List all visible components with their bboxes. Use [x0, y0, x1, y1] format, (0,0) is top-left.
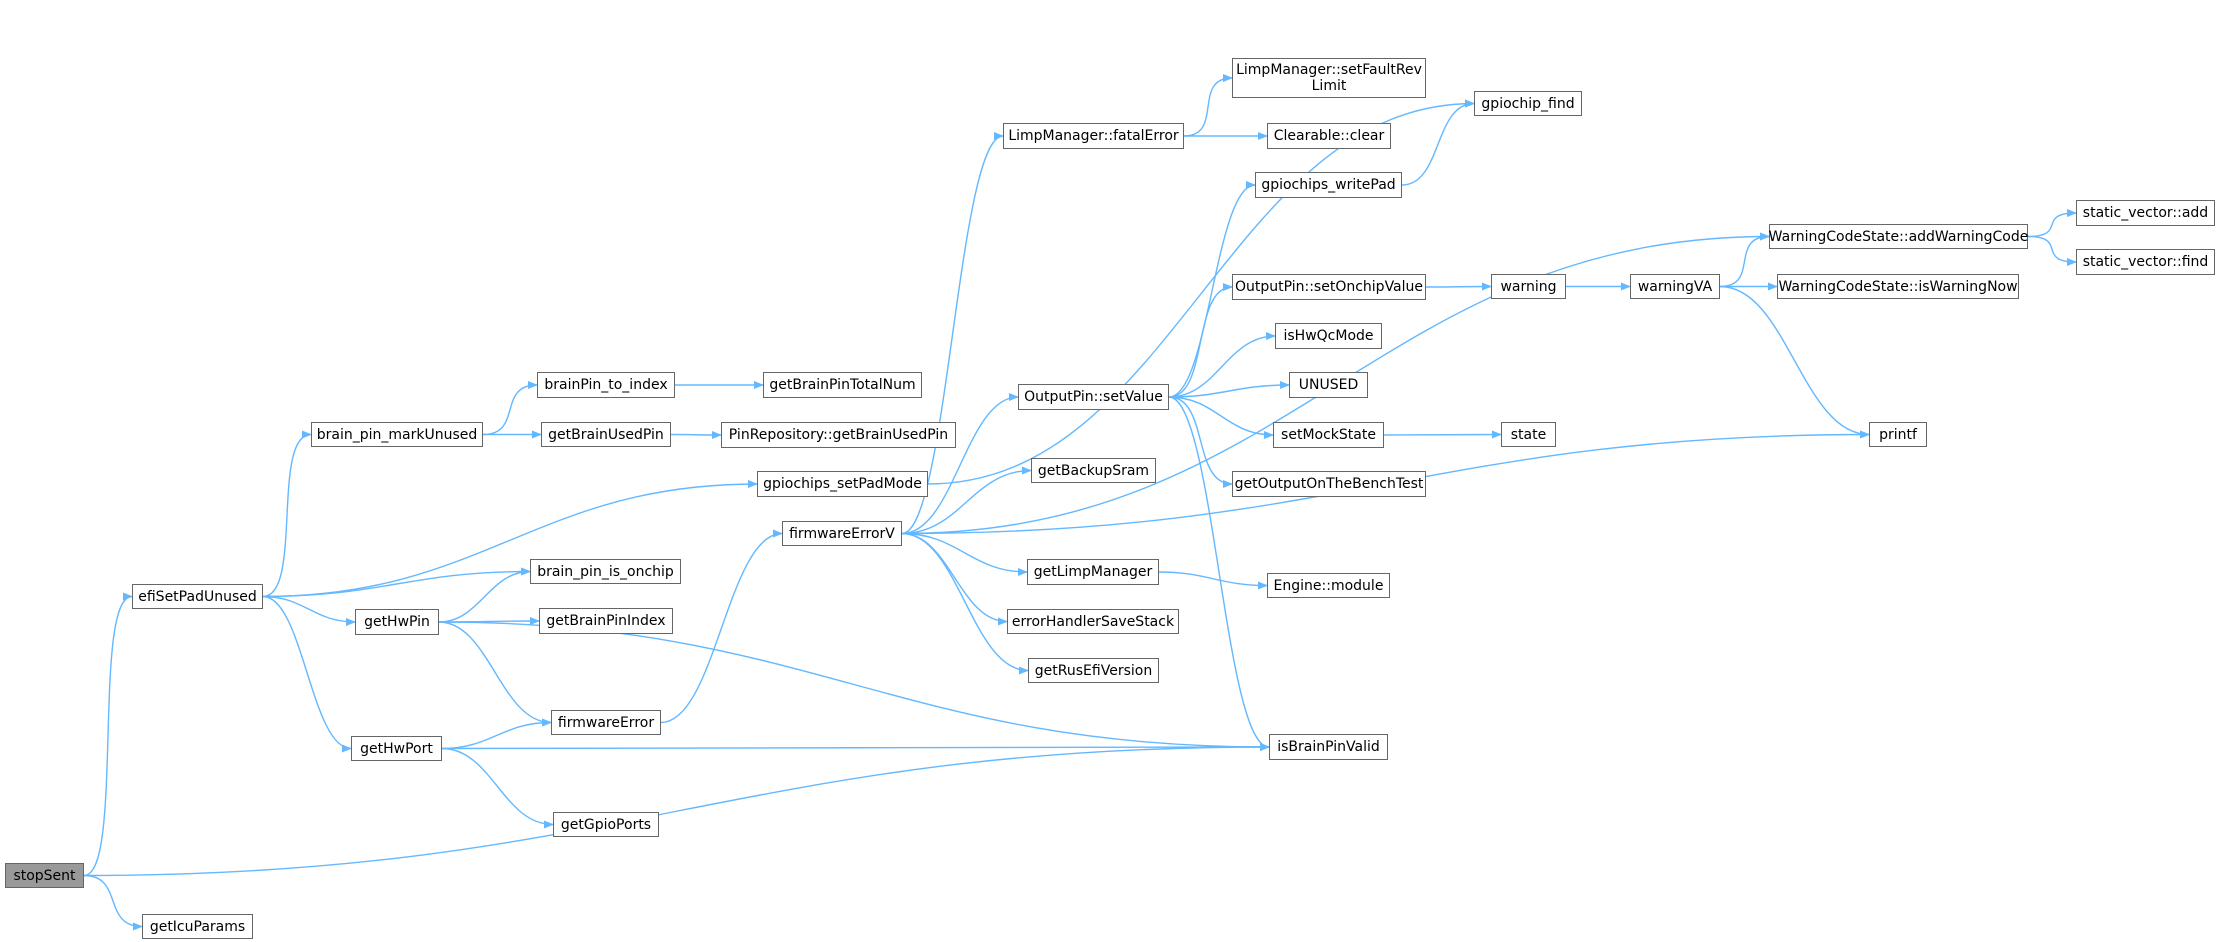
node-printf[interactable]: printf	[1869, 422, 1927, 447]
node-get-hw-port[interactable]: getHwPort	[351, 736, 442, 761]
node-is-brain-pin-valid[interactable]: isBrainPinValid	[1269, 734, 1388, 760]
node-get-brain-pin-index[interactable]: getBrainPinIndex	[539, 608, 673, 634]
node-warning-code-state-add-warning-code[interactable]: WarningCodeState::addWarningCode	[1769, 224, 2028, 249]
node-firmware-error[interactable]: firmwareError	[551, 710, 661, 735]
node-static-vector-find[interactable]: static_vector::find	[2076, 249, 2215, 275]
edge-efi-set-pad-unused-to-brain-pin-is-onchip	[262, 567, 531, 598]
node-get-backup-sram[interactable]: getBackupSram	[1031, 458, 1156, 483]
edge-get-brain-used-pin-to-pin-repository-get-brain-used-pin	[670, 430, 722, 439]
edge-firmware-error-v-to-get-backup-sram	[901, 466, 1032, 535]
node-brain-pin-is-onchip[interactable]: brain_pin_is_onchip	[530, 559, 681, 584]
edge-firmware-error-v-to-get-rus-efi-version	[901, 532, 1029, 675]
node-brain-pin-mark-unused[interactable]: brain_pin_markUnused	[311, 422, 483, 447]
node-get-icu-params[interactable]: getIcuParams	[142, 914, 253, 939]
edge-get-hw-port-to-is-brain-pin-valid	[441, 743, 1270, 752]
node-engine-module[interactable]: Engine::module	[1267, 573, 1390, 598]
edge-get-hw-port-to-get-gpio-ports	[441, 747, 554, 829]
node-efi-set-pad-unused[interactable]: efiSetPadUnused	[132, 584, 263, 609]
edge-output-pin-set-value-to-is-brain-pin-valid	[1168, 396, 1270, 751]
node-get-hw-pin[interactable]: getHwPin	[355, 609, 439, 635]
edge-output-pin-set-value-to-unused	[1168, 381, 1290, 398]
edge-firmware-error-v-to-output-pin-set-value	[901, 393, 1019, 535]
node-output-pin-set-onchip-value[interactable]: OutputPin::setOnchipValue	[1232, 274, 1426, 300]
node-stop-sent: stopSent	[5, 863, 84, 888]
node-set-mock-state[interactable]: setMockState	[1273, 422, 1384, 448]
edge-firmware-error-v-to-limp-manager-fatal-error	[901, 132, 1004, 535]
node-is-hw-qc-mode[interactable]: isHwQcMode	[1275, 323, 1382, 349]
node-limp-manager-set-fault-rev-limit[interactable]: LimpManager::setFaultRev Limit	[1232, 58, 1426, 98]
node-limp-manager-fatal-error[interactable]: LimpManager::fatalError	[1003, 123, 1184, 149]
edge-efi-set-pad-unused-to-get-hw-port	[262, 595, 352, 753]
node-clearable-clear[interactable]: Clearable::clear	[1267, 123, 1391, 149]
edge-warning-va-to-warning-code-state-add-warning-code	[1719, 232, 1770, 288]
edge-get-hw-pin-to-brain-pin-is-onchip	[438, 567, 531, 623]
edge-stop-sent-to-efi-set-pad-unused	[83, 592, 133, 877]
node-output-pin-set-value[interactable]: OutputPin::setValue	[1018, 384, 1169, 410]
node-get-output-on-the-bench-test[interactable]: getOutputOnTheBenchTest	[1232, 471, 1426, 497]
node-get-limp-manager[interactable]: getLimpManager	[1027, 559, 1159, 585]
node-get-gpio-ports[interactable]: getGpioPorts	[553, 812, 659, 837]
edge-output-pin-set-onchip-value-to-warning	[1425, 282, 1492, 291]
edge-output-pin-set-value-to-output-pin-set-onchip-value	[1168, 283, 1233, 398]
node-gpiochip-find[interactable]: gpiochip_find	[1474, 91, 1582, 116]
edge-efi-set-pad-unused-to-get-hw-pin	[262, 595, 356, 626]
edge-efi-set-pad-unused-to-brain-pin-mark-unused	[262, 430, 312, 598]
edge-stop-sent-to-is-brain-pin-valid	[83, 743, 1270, 877]
edge-brain-pin-mark-unused-to-brain-pin-to-index	[482, 381, 538, 436]
edge-warning-va-to-printf	[1719, 285, 1870, 439]
edge-output-pin-set-value-to-set-mock-state	[1168, 396, 1274, 439]
node-gpiochips-write-pad[interactable]: gpiochips_writePad	[1255, 172, 1402, 198]
edge-warning-code-state-add-warning-code-to-static-vector-add	[2027, 209, 2077, 238]
node-warning-code-state-is-warning-now[interactable]: WarningCodeState::isWarningNow	[1777, 274, 2019, 299]
edge-efi-set-pad-unused-to-gpiochips-set-pad-mode	[262, 480, 758, 598]
edge-get-hw-port-to-firmware-error	[441, 718, 552, 750]
node-get-rus-efi-version[interactable]: getRusEfiVersion	[1028, 658, 1159, 683]
edge-stop-sent-to-get-icu-params	[83, 874, 143, 931]
edge-firmware-error-to-firmware-error-v	[660, 529, 783, 724]
edge-get-limp-manager-to-engine-module	[1158, 571, 1268, 590]
node-error-handler-save-stack[interactable]: errorHandlerSaveStack	[1007, 609, 1179, 634]
node-warning-va[interactable]: warningVA	[1630, 274, 1720, 299]
node-brain-pin-to-index[interactable]: brainPin_to_index	[537, 372, 675, 398]
edge-get-hw-pin-to-firmware-error	[438, 621, 552, 727]
edge-limp-manager-fatal-error-to-limp-manager-set-fault-rev-limit	[1183, 74, 1233, 137]
edge-output-pin-set-value-to-is-hw-qc-mode	[1168, 332, 1276, 398]
edge-firmware-error-v-to-get-limp-manager	[901, 532, 1028, 576]
node-get-brain-used-pin[interactable]: getBrainUsedPin	[541, 422, 671, 447]
edge-gpiochips-write-pad-to-gpiochip-find	[1401, 99, 1475, 186]
edge-warning-code-state-add-warning-code-to-static-vector-find	[2027, 235, 2077, 266]
node-get-brain-pin-total-num[interactable]: getBrainPinTotalNum	[763, 372, 922, 398]
node-gpiochips-set-pad-mode[interactable]: gpiochips_setPadMode	[757, 471, 928, 497]
edge-set-mock-state-to-state	[1383, 430, 1502, 439]
edge-output-pin-set-value-to-gpiochips-write-pad	[1168, 181, 1256, 398]
node-unused[interactable]: UNUSED	[1289, 372, 1368, 398]
node-firmware-error-v[interactable]: firmwareErrorV	[782, 521, 902, 546]
node-state[interactable]: state	[1501, 422, 1556, 447]
node-pin-repository-get-brain-used-pin[interactable]: PinRepository::getBrainUsedPin	[721, 422, 956, 448]
edge-output-pin-set-value-to-get-output-on-the-bench-test	[1168, 396, 1233, 488]
node-static-vector-add[interactable]: static_vector::add	[2076, 200, 2215, 226]
node-warning[interactable]: warning	[1491, 274, 1566, 299]
